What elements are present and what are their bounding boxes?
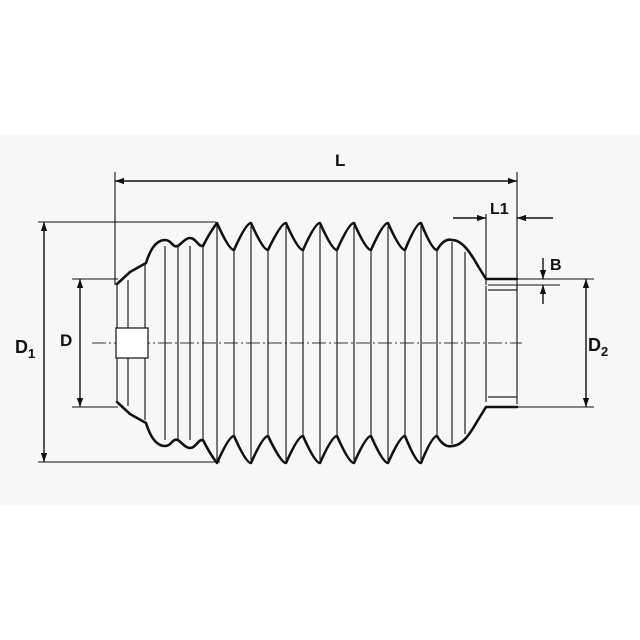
- left-end-slot: [115, 327, 149, 359]
- label-D1-main: D: [15, 337, 28, 357]
- bellows-ribs: [164, 226, 466, 460]
- dimension-labels: L L1 B D D1 D2: [15, 151, 608, 361]
- label-D1: D1: [15, 337, 35, 361]
- label-D2-main: D: [588, 335, 601, 355]
- label-D2: D2: [588, 335, 608, 359]
- extension-lines: [38, 172, 594, 463]
- label-D2-sub: 2: [601, 344, 608, 359]
- label-B: B: [550, 257, 562, 274]
- label-L: L: [335, 151, 345, 170]
- label-D1-sub: 1: [28, 346, 35, 361]
- bellows-body: [115, 221, 519, 465]
- label-L1: L1: [490, 201, 509, 218]
- dimension-lines: [40, 177, 590, 462]
- label-D: D: [60, 331, 72, 350]
